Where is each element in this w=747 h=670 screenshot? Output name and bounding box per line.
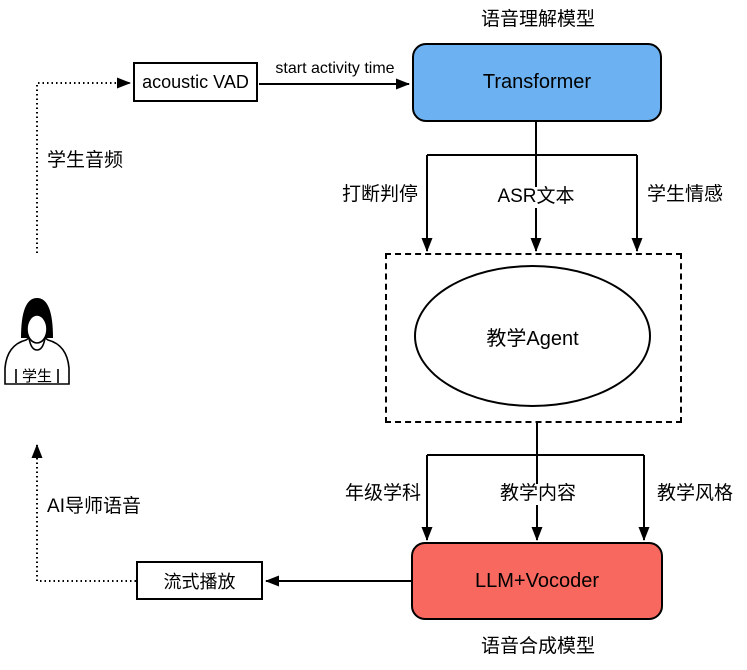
student-person-icon: 学生 [4,298,70,385]
llm-vocoder-node: LLM+Vocoder [411,542,663,620]
edge-ai-tutor-voice [31,444,136,582]
streaming-playback-node: 流式播放 [136,561,263,600]
student-person-label: 学生 [22,368,52,385]
interrupt-judgment-label: 打断判停 [338,184,422,206]
llm-vocoder-label: LLM+Vocoder [475,569,599,592]
transformer-node: Transformer [412,43,662,122]
start-activity-time-label: start activity time [272,60,398,78]
teaching-content-label: 教学内容 [496,483,580,505]
speech-synthesis-title: 语音合成模型 [477,636,599,658]
ai-tutor-voice-label: AI导师语音 [44,496,144,518]
student-emotion-label: 学生情感 [643,184,727,206]
streaming-playback-label: 流式播放 [163,571,236,592]
transformer-label: Transformer [482,71,592,93]
grade-subject-label: 年级学科 [341,483,425,505]
speech-understanding-title: 语音理解模型 [477,9,599,31]
student-audio-label: 学生音频 [43,150,127,172]
acoustic-vad-label: acoustic VAD [142,71,249,92]
teaching-agent-node: 教学Agent [414,265,651,407]
teaching-style-label: 教学风格 [653,483,737,505]
asr-text-label: ASR文本 [494,186,578,208]
acoustic-vad-node: acoustic VAD [133,62,258,102]
teaching-agent-label: 教学Agent [486,327,579,350]
